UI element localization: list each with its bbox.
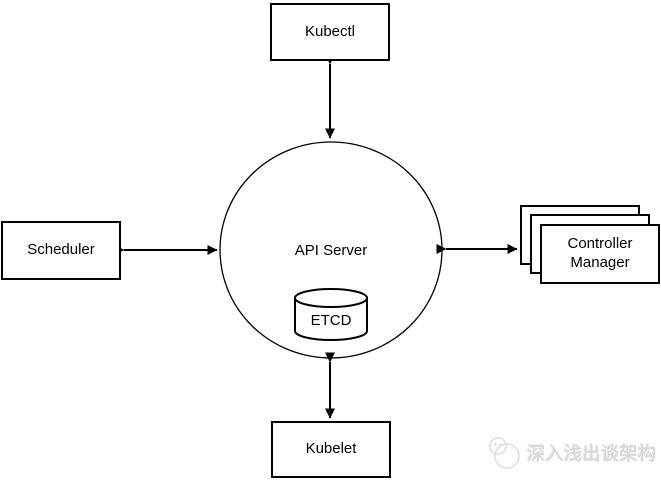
node-api-server-label: API Server — [294, 242, 368, 259]
node-scheduler: Scheduler — [1, 221, 121, 280]
etcd-cylinder — [294, 288, 368, 341]
node-controller-manager: Controller Manager — [540, 224, 660, 284]
node-kubelet-label: Kubelet — [305, 440, 357, 458]
node-scheduler-label: Scheduler — [27, 241, 95, 259]
node-kubectl: Kubectl — [270, 3, 390, 61]
node-controller-manager-label: Controller Manager — [567, 235, 633, 271]
node-etcd-label: ETCD — [310, 312, 352, 329]
node-kubectl-label: Kubectl — [304, 22, 356, 40]
watermark-text: 深入浅出谈架构 — [527, 444, 657, 464]
watermark: 深入浅出谈架构 — [486, 435, 657, 471]
node-kubelet: Kubelet — [271, 421, 391, 478]
sketch-bubbles-logo-icon — [489, 437, 520, 469]
